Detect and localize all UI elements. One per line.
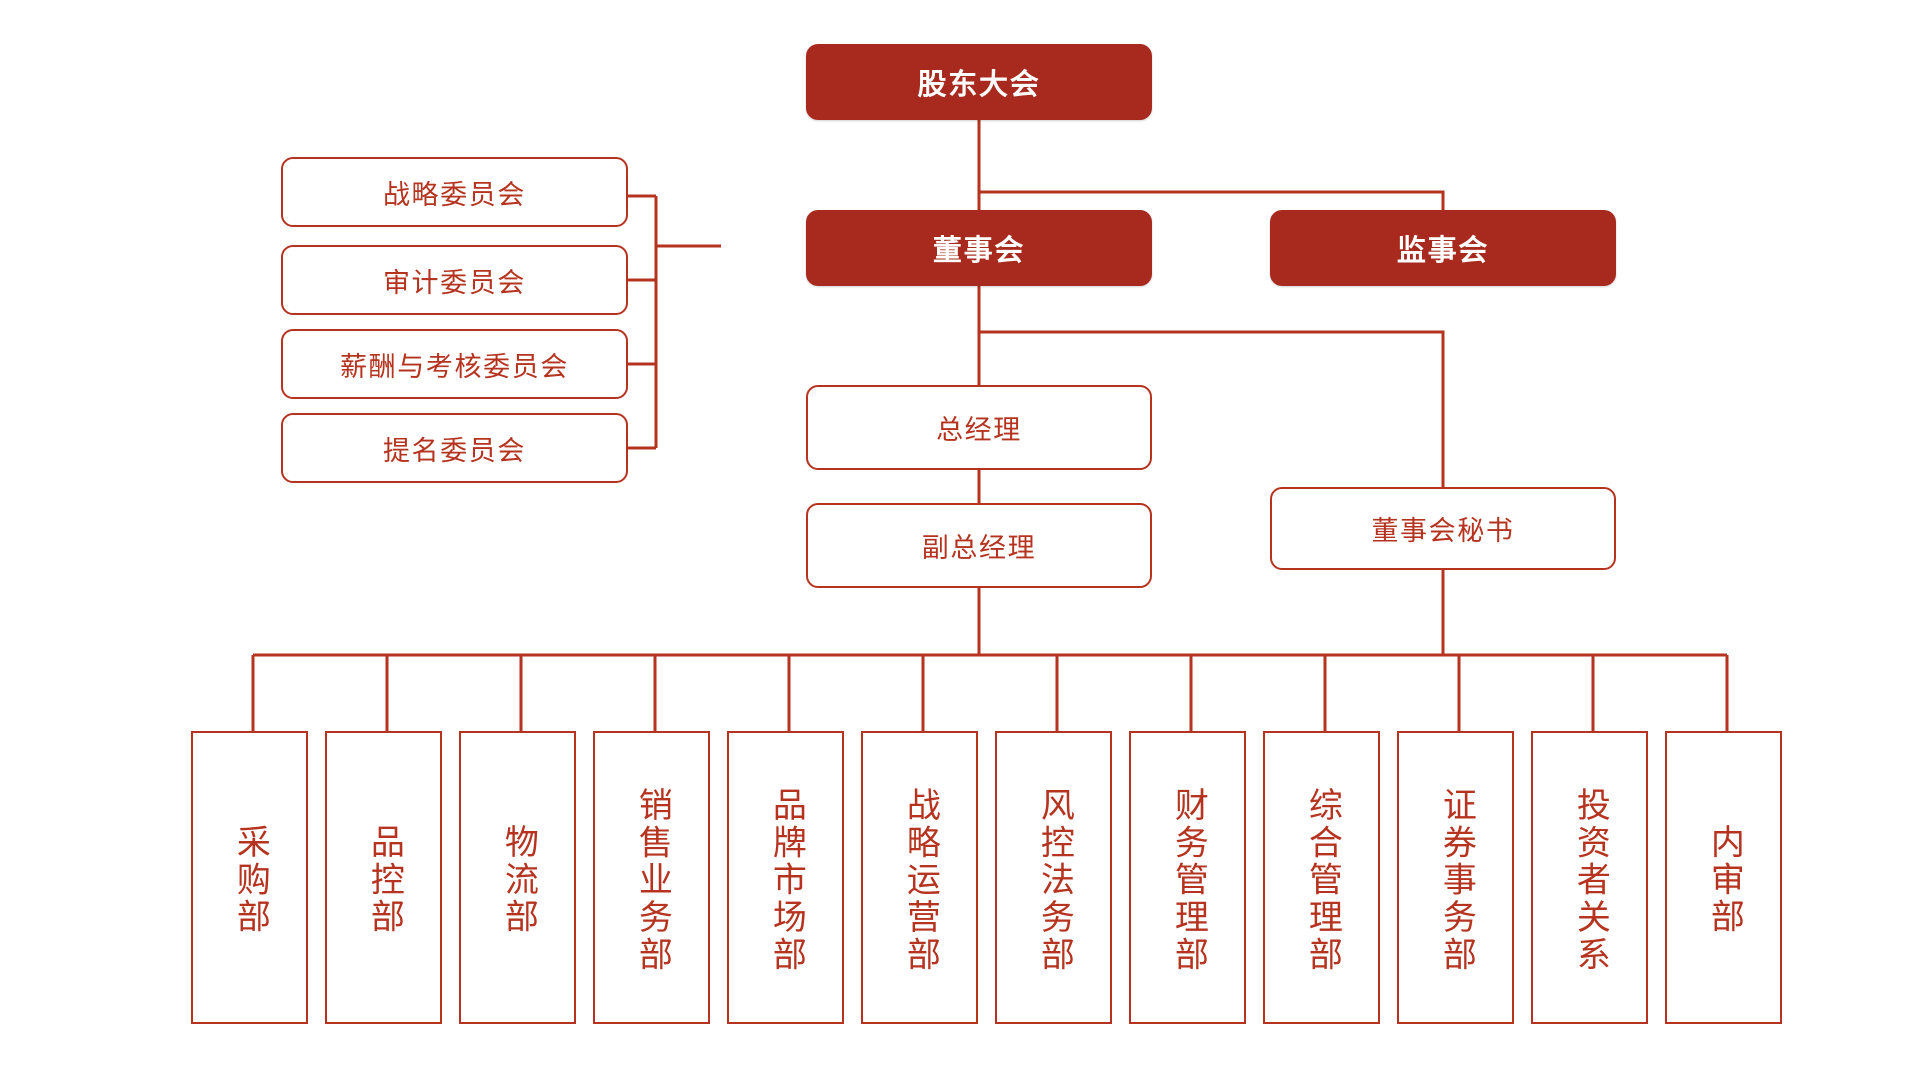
node-label: 提名委员会 (382, 435, 527, 466)
node-label: 投资者关系 (1571, 787, 1610, 974)
node-department-finance[interactable]: 财务管理部 (1129, 731, 1246, 1024)
node-department-general-administration[interactable]: 综合管理部 (1263, 731, 1380, 1024)
node-board-of-supervisors[interactable]: 监事会 (1270, 210, 1616, 286)
node-department-securities-affairs[interactable]: 证券事务部 (1397, 731, 1514, 1024)
node-general-manager[interactable]: 总经理 (806, 385, 1152, 470)
node-label: 品控部 (365, 824, 404, 937)
node-deputy-general-manager[interactable]: 副总经理 (806, 503, 1152, 588)
node-department-procurement[interactable]: 采购部 (191, 731, 308, 1024)
node-department-logistics[interactable]: 物流部 (459, 731, 576, 1024)
node-label: 采购部 (231, 824, 270, 937)
node-label: 物流部 (499, 824, 538, 937)
node-department-strategy-operations[interactable]: 战略运营部 (861, 731, 978, 1024)
node-label: 股东大会 (917, 69, 1041, 101)
node-committee-nomination[interactable]: 提名委员会 (281, 413, 628, 483)
node-label: 综合管理部 (1303, 787, 1342, 974)
node-label: 品牌市场部 (767, 787, 806, 974)
node-label: 薪酬与考核委员会 (340, 351, 569, 382)
node-department-quality-control[interactable]: 品控部 (325, 731, 442, 1024)
node-label: 审计委员会 (382, 267, 527, 298)
node-label: 销售业务部 (633, 787, 672, 974)
node-label: 监事会 (1396, 235, 1490, 267)
node-committee-audit[interactable]: 审计委员会 (281, 245, 628, 315)
node-shareholders-meeting[interactable]: 股东大会 (806, 44, 1152, 120)
node-label: 总经理 (936, 415, 1022, 445)
node-label: 内审部 (1705, 824, 1744, 937)
node-label: 风控法务部 (1035, 787, 1074, 974)
node-label: 董事会秘书 (1371, 516, 1515, 546)
line-shareholders-to-supervisors (979, 190, 1445, 212)
node-label: 战略委员会 (382, 179, 527, 210)
node-label: 财务管理部 (1169, 787, 1208, 974)
node-committee-remuneration-appraisal[interactable]: 薪酬与考核委员会 (281, 329, 628, 399)
node-label: 战略运营部 (901, 787, 940, 974)
node-department-internal-audit[interactable]: 内审部 (1665, 731, 1782, 1024)
node-department-brand-marketing[interactable]: 品牌市场部 (727, 731, 844, 1024)
node-board-of-directors[interactable]: 董事会 (806, 210, 1152, 286)
node-board-secretary[interactable]: 董事会秘书 (1270, 487, 1616, 570)
node-department-sales-business[interactable]: 销售业务部 (593, 731, 710, 1024)
node-department-investor-relations[interactable]: 投资者关系 (1531, 731, 1648, 1024)
node-label: 副总经理 (921, 533, 1037, 563)
node-department-risk-legal[interactable]: 风控法务部 (995, 731, 1112, 1024)
node-committee-strategy[interactable]: 战略委员会 (281, 157, 628, 227)
node-label: 证券事务部 (1437, 787, 1476, 974)
node-label: 董事会 (932, 235, 1026, 267)
